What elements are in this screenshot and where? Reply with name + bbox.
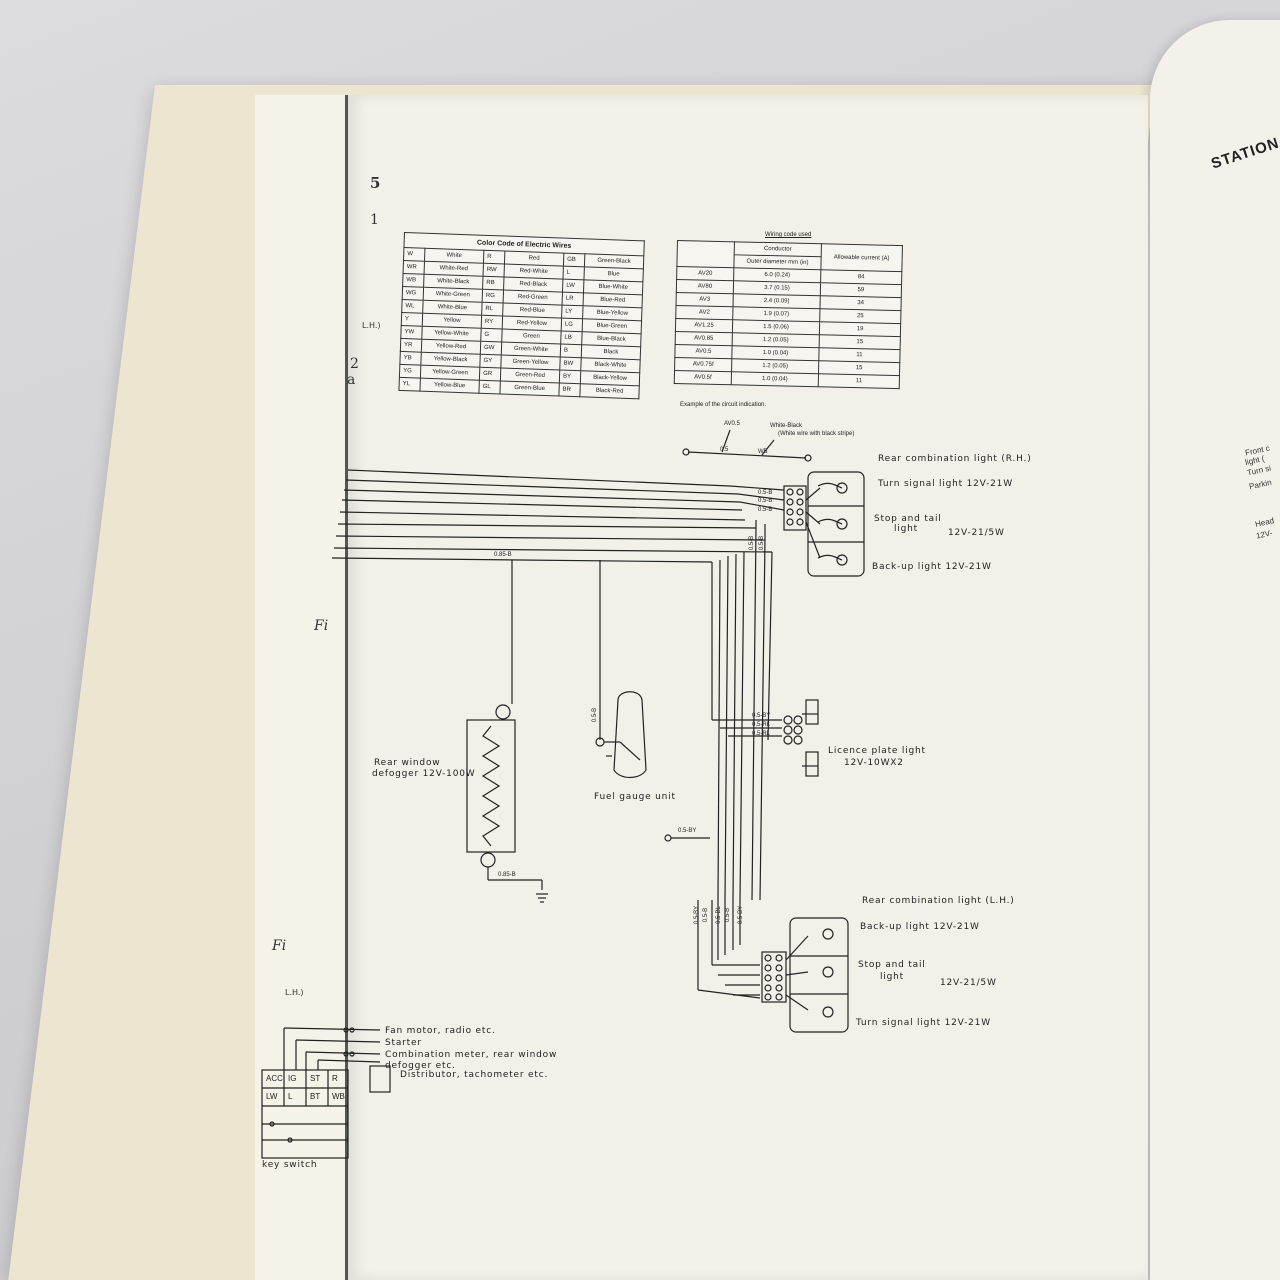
wire-label: 0.5-B [725,907,732,923]
fuse-block [369,1065,391,1093]
wire-label: 0.5-B [758,490,773,496]
stop-tail-lh-label-2: light [880,972,904,982]
key-switch-terminal: L [288,1092,293,1101]
distributor-label: Distributor, tachometer etc. [400,1070,549,1080]
wire-label: 0.5-B [749,535,756,551]
wire-label: 0.5-B [703,907,710,923]
wire-label: 0.5-B [759,535,766,551]
bus-wire [739,551,745,901]
example-av: AV0.5 [724,421,740,427]
rear-combination-rh-label: Rear combination light (R.H.) [878,454,1032,464]
fuel-gauge-label: Fuel gauge unit [594,792,676,802]
harness-wire [331,557,713,563]
harness-wire [333,547,773,553]
harness-wire [347,469,731,487]
wire-label: 0.85-B [494,552,512,558]
defogger-terminal [495,704,511,720]
example-caption: Example of the circuit indication. [680,402,767,408]
defogger-label: Rear window [374,758,441,768]
wire-label: 0.5-BY [738,905,745,925]
lh-connector [761,951,787,1003]
example-05: 0.5 [720,447,729,453]
harness-wire [343,489,741,503]
key-switch-terminal: ACC [266,1074,283,1083]
wire-label: 0.5-BL [715,906,722,924]
page-fragment: a [347,372,356,388]
licence-lamp-upper [805,699,819,725]
turn-signal-lh-label: Turn signal light 12V-21W [856,1018,991,1028]
rh-lamp-housing [807,471,865,577]
stop-tail-rh-label-2: light [894,524,918,534]
wire-label: 0.5-RL [752,722,771,728]
backup-lh-label: Back-up light 12V-21W [860,922,980,932]
harness-wire [337,523,757,529]
defogger-element [466,719,516,853]
licence-lamp-lower [805,751,819,777]
rh-connector [783,485,807,531]
example-terminal [804,454,812,462]
bus-wire [717,559,721,901]
licence-plate-label: Licence plate light [828,746,926,756]
page-fragment: Fi [314,618,329,634]
stop-tail-lh-label: Stop and tail [858,960,926,970]
page-fragment: 1 [370,212,379,228]
wiring-code-title: Wiring code used [765,232,812,238]
wire-label: 0.5-B [758,498,773,504]
key-switch-terminal: BT [310,1092,321,1101]
wire-label: 0.5-BY [694,905,701,925]
key-switch-terminal: ST [310,1074,321,1083]
page-fragment: 5 [370,174,381,192]
key-switch-terminal: R [332,1074,338,1083]
stop-tail-rh-label: Stop and tail [874,514,942,524]
wire-label: 0.5-BY [678,828,697,834]
lh-lamp-housing [789,917,849,1033]
bus-wire [751,527,757,901]
starter-label: Starter [385,1038,422,1048]
harness-wire [339,511,746,521]
example-wb-note: (White wire with black stripe) [778,431,855,437]
wire-label: 0.5-RL [752,731,771,737]
stop-tail-rh-watt: 12V-21/5W [948,528,1005,538]
page-fragment: 2 [350,356,359,372]
harness-wire [345,479,739,495]
turn-signal-rh-label: Turn signal light 12V-21W [878,479,1013,489]
key-switch-terminal: WB [332,1092,345,1101]
wire-label: 0.5-BY [752,713,771,719]
wire-label: 0.5-B [592,707,599,723]
fan-motor-label: Fan motor, radio etc. [385,1026,496,1036]
page-fragment: Fi [272,938,287,954]
defogger-watt: defogger 12V-100W [372,769,476,779]
example-wb: WB [758,449,768,455]
bus-wire [767,551,773,741]
licence-plate-watt: 12V-10WX2 [844,758,904,768]
harness-wire [341,499,743,511]
stop-tail-lh-watt: 12V-21/5W [940,978,997,988]
key-switch-body [261,1069,349,1159]
defogger-heater-grid [481,725,501,847]
fuel-gauge-unit [613,691,647,779]
key-switch-label: key switch [262,1160,318,1170]
backup-rh-label: Back-up light 12V-21W [872,562,992,572]
wire-label: 0.5-B [758,507,773,513]
page-fragment: L.H.) [285,988,304,997]
page-fragment: L.H.) [362,321,381,330]
combination-meter-label: Combination meter, rear window [385,1050,558,1060]
example-wb-title: White-Black [770,423,803,429]
wire-label: 0.85-B [498,872,516,878]
rear-combination-lh-label: Rear combination light (L.H.) [862,896,1015,906]
key-switch-terminal: LW [266,1092,278,1101]
harness-wire [335,535,766,541]
bus-wire [732,553,737,901]
right-book-page [1150,20,1280,1280]
key-switch-terminal: IG [288,1074,297,1083]
example-wire [687,451,807,459]
example-terminal [682,448,690,456]
combination-meter-label-2: defogger etc. [385,1061,456,1071]
